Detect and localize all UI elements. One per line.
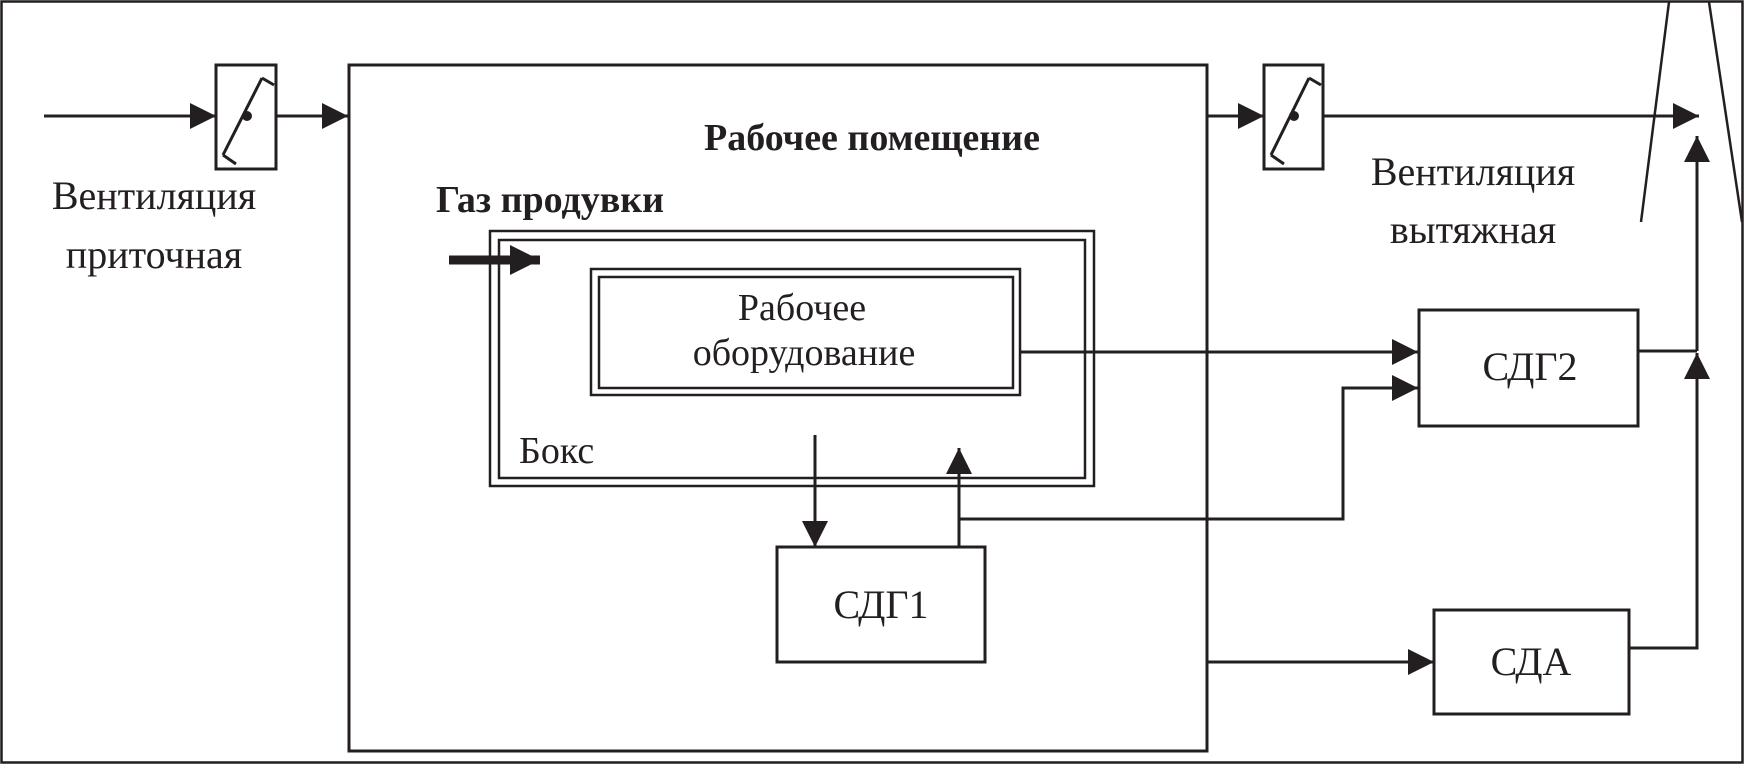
supply-vent-label-line2: приточная bbox=[66, 232, 242, 277]
equipment-outer-border bbox=[589, 267, 1022, 397]
sdg1-label: СДГ1 bbox=[833, 582, 928, 627]
stack-right-wall bbox=[1707, 1, 1744, 223]
sda-to-stack-arrow bbox=[1629, 353, 1710, 650]
sdg1-box bbox=[775, 545, 987, 664]
equipment-label-line1: Рабочее bbox=[738, 287, 866, 329]
sdg2-label: СДГ2 bbox=[1482, 344, 1577, 389]
box-inner-border bbox=[497, 238, 1087, 480]
stack-left-wall bbox=[1639, 1, 1671, 223]
exhaust-vent-label-line1: Вентиляция bbox=[1371, 149, 1575, 194]
sda-box bbox=[1432, 608, 1631, 716]
workroom-label: Рабочее помещение bbox=[704, 117, 1040, 159]
box-label: Бокс bbox=[519, 430, 594, 472]
workroom-box bbox=[347, 63, 1209, 753]
sda-label: СДА bbox=[1491, 639, 1572, 684]
exhaust-vent-label-line2: вытяжная bbox=[1390, 207, 1556, 252]
supply-vent-label-line1: Вентиляция bbox=[52, 173, 256, 218]
supply-damper-icon bbox=[214, 63, 278, 171]
purge-gas-label: Газ продувки bbox=[436, 179, 664, 221]
equipment-inner-border bbox=[597, 275, 1015, 390]
box-outer-border bbox=[488, 229, 1096, 488]
exhaust-damper-icon bbox=[1262, 63, 1325, 171]
equipment-label-line2: оборудование bbox=[693, 332, 916, 374]
sdg2-box bbox=[1417, 308, 1640, 428]
sdg1-to-sdg2-arrow bbox=[959, 375, 1418, 521]
